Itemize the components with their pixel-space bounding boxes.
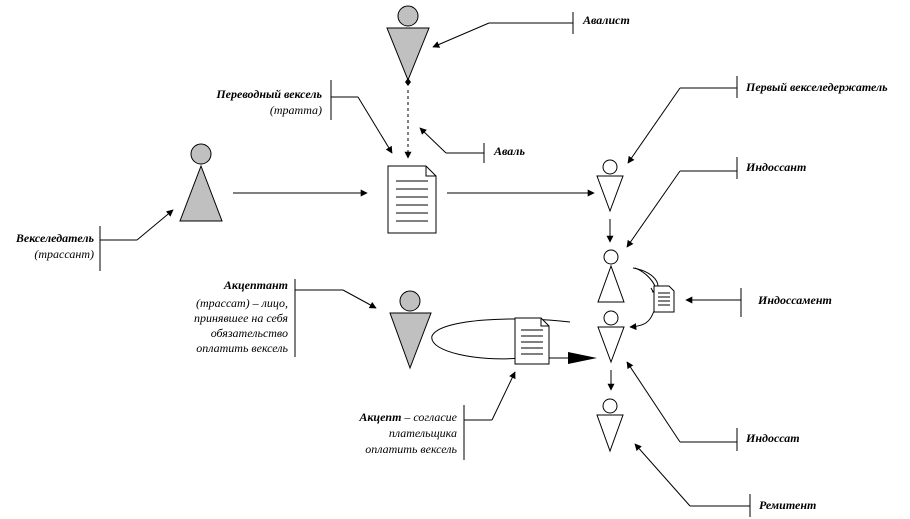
indorsant-figure (597, 249, 625, 303)
acceptor-figure (389, 290, 432, 370)
label-acceptor-desc-4: оплатить вексель (196, 341, 288, 355)
callout-first-holder (627, 76, 738, 164)
drawer-figure (179, 143, 223, 222)
callout-remitent (634, 443, 751, 517)
remitent-figure (596, 398, 624, 453)
label-aval: Аваль (494, 144, 525, 158)
label-indorsement: Индоссамент (758, 293, 832, 307)
callout-accept (463, 371, 516, 460)
label-indorsant: Индоссант (746, 160, 807, 174)
accept-loop (431, 318, 597, 364)
callout-acceptor (294, 279, 377, 357)
label-avalist: Авалист (583, 13, 630, 27)
label-acceptor-desc-3: обязательство (210, 326, 288, 340)
accept-document (514, 317, 550, 365)
label-accept-line-1: Акцепт – согласие (320, 410, 457, 425)
label-acceptor-desc-2: принявшее на себя (193, 311, 288, 325)
bill-document (387, 165, 437, 234)
label-transfer-bill: Переводный вексель (216, 87, 322, 101)
callout-aval (419, 127, 485, 163)
label-transfer-bill-sub: (тратта) (269, 103, 322, 117)
label-indorsat: Индоссат (746, 431, 800, 445)
label-accept-desc-2: плательщика (388, 426, 457, 440)
label-acceptor: Акцептант (223, 278, 288, 292)
label-drawer: Векселедатель (15, 231, 94, 245)
callout-avalist (432, 12, 574, 48)
label-drawer-sub: (трассант) (34, 247, 94, 261)
indorsat-figure (597, 310, 625, 364)
callout-drawer (99, 209, 174, 271)
callout-transfer-bill (330, 80, 393, 154)
indorsement-doc (653, 285, 675, 313)
label-acceptor-desc-1: (трассат) – лицо, (195, 296, 288, 310)
first-holder-figure (596, 159, 624, 213)
avalist-figure (386, 5, 430, 86)
label-accept-desc-3: оплатить вексель (365, 442, 457, 456)
callout-indorsement (685, 288, 742, 317)
callout-indorsant (626, 157, 738, 248)
label-accept-term: Акцепт (359, 410, 402, 424)
label-first-holder: Первый векселедержатель (746, 80, 888, 94)
label-remitent: Ремитент (759, 498, 817, 512)
label-accept-desc-1: – согласие (404, 410, 457, 424)
callout-indorsat (626, 361, 738, 451)
